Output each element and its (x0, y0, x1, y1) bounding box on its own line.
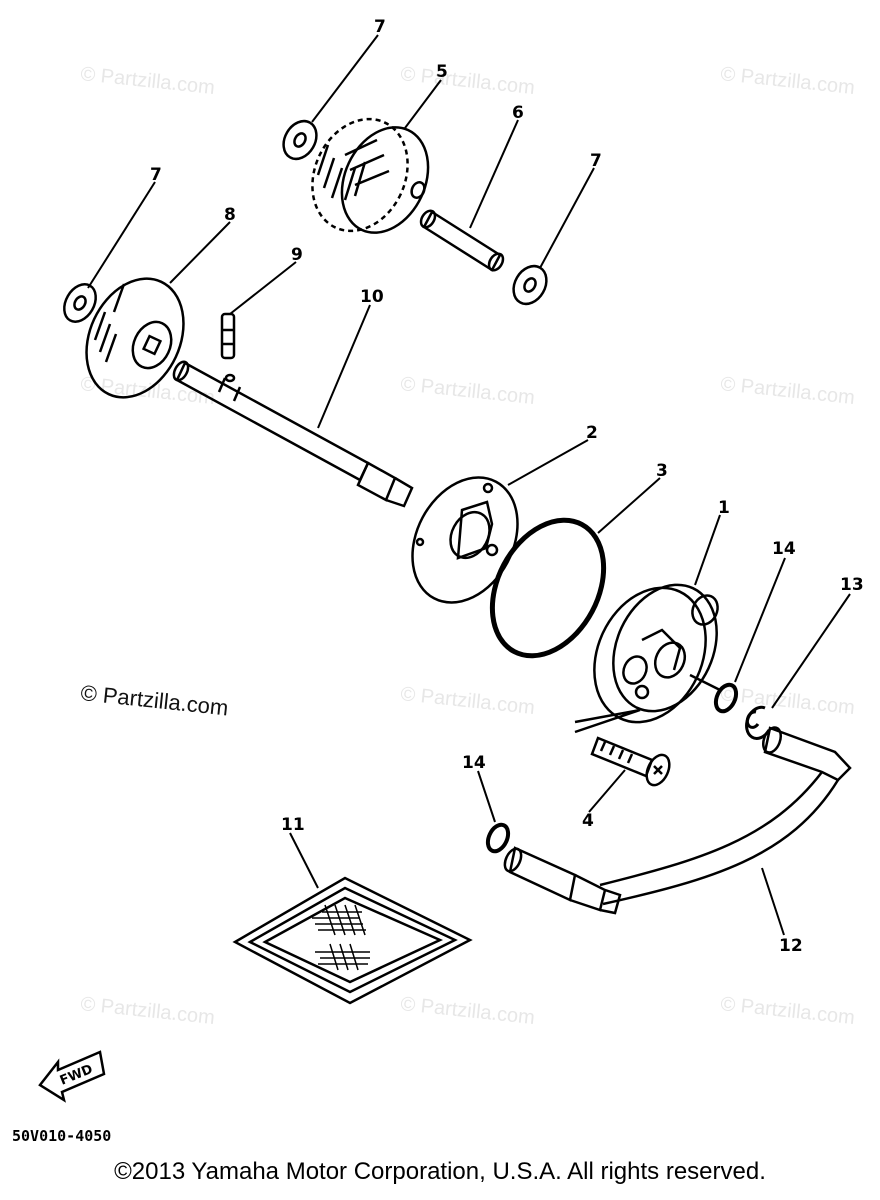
callout-12: 12 (779, 936, 803, 956)
part-housing-1 (593, 583, 721, 724)
watermark: © Partzilla.com (719, 373, 855, 409)
part-pump-shaft-10 (172, 360, 414, 508)
callout-11: 11 (281, 815, 305, 835)
callout-3: 3 (656, 461, 668, 481)
callout-13: 13 (840, 575, 864, 595)
fwd-arrow-icon: FWD (38, 1050, 106, 1103)
part-gear-5 (311, 117, 430, 234)
part-circlip-13 (745, 705, 771, 740)
watermark: © Partzilla.com (399, 373, 535, 409)
part-o-ring-3 (489, 517, 607, 659)
callout-5: 5 (436, 62, 448, 82)
part-o-ring-14-left (485, 822, 511, 854)
callout-7: 7 (590, 151, 602, 171)
callout-7: 7 (150, 165, 162, 185)
watermark: © Partzilla.com (399, 993, 535, 1029)
watermarks: © Partzilla.com © Partzilla.com © Partzi… (79, 63, 855, 1029)
diagram-code: 50V010-4050 (12, 1127, 111, 1145)
part-gear-8 (85, 277, 185, 399)
callout-4: 4 (582, 811, 594, 831)
watermark: © Partzilla.com (79, 993, 215, 1029)
part-shaft-6 (419, 209, 505, 272)
part-plate-2 (411, 476, 519, 604)
watermark: © Partzilla.com (79, 63, 215, 99)
watermark: © Partzilla.com (719, 683, 855, 719)
watermark: © Partzilla.com (399, 683, 535, 719)
leader-lines (87, 34, 851, 936)
callout-14: 14 (772, 539, 796, 559)
partzilla-watermark: © Partzilla.com (79, 680, 229, 720)
watermark: © Partzilla.com (399, 63, 535, 99)
callout-14: 14 (462, 753, 486, 773)
callout-1: 1 (718, 498, 730, 518)
part-pipe-12 (503, 726, 852, 915)
callout-8: 8 (224, 205, 236, 225)
callout-6: 6 (512, 103, 524, 123)
callouts: 7 5 6 7 7 8 9 10 2 3 1 14 13 14 4 11 12 (150, 17, 864, 956)
callout-2: 2 (586, 423, 598, 443)
watermark: © Partzilla.com (719, 993, 855, 1029)
callout-7: 7 (374, 17, 386, 37)
part-screw-4 (574, 708, 671, 787)
part-o-ring-14-right (713, 682, 739, 714)
part-washer-7-left (63, 283, 97, 323)
part-strainer-11 (232, 876, 473, 1005)
part-pin-9 (220, 312, 236, 360)
watermark: © Partzilla.com (719, 63, 855, 99)
part-washer-7-right (512, 264, 548, 306)
callout-10: 10 (360, 287, 384, 307)
callout-9: 9 (291, 245, 303, 265)
part-washer-7-top (282, 119, 318, 161)
copyright-notice: ©2013 Yamaha Motor Corporation, U.S.A. A… (114, 1158, 766, 1185)
